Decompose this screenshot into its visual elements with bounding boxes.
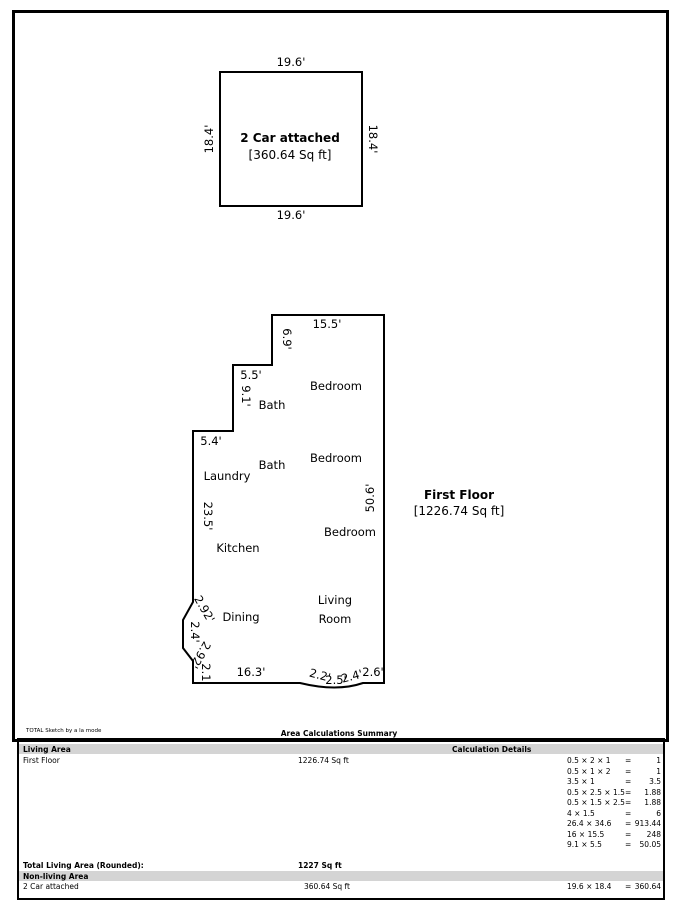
calc-result: 1 bbox=[656, 766, 661, 776]
garage-calc-row: 19.6 × 18.4 = 360.64 bbox=[567, 882, 661, 892]
calc-row: 0.5 × 2.5 × 1.5= 1.88 bbox=[567, 788, 661, 798]
calc-eq: = bbox=[625, 808, 632, 818]
calc-row: 9.1 × 5.5 = 50.05 bbox=[567, 840, 661, 850]
non-living-header-bar: Non-living Area bbox=[19, 871, 663, 881]
dim-step1-vertical: 6.9' bbox=[280, 328, 294, 349]
garage-dim-right: 18.4' bbox=[366, 125, 380, 154]
calc-expr: 0.5 × 1.5 × 2.5 bbox=[567, 798, 625, 807]
calc-expr: 26.4 × 34.6 bbox=[567, 819, 612, 828]
dim-bay-left-1: 2.92' bbox=[191, 593, 218, 625]
dim-bay-left-2: 2.4' bbox=[188, 621, 202, 642]
calc-result: 913.44 bbox=[634, 819, 661, 828]
first-floor-label: First Floor bbox=[23, 756, 60, 765]
software-credit: TOTAL Sketch by a la mode bbox=[26, 728, 102, 734]
calc-eq: = bbox=[625, 798, 632, 807]
dim-step2-vertical: 9.1' bbox=[239, 385, 253, 406]
garage-calc-expr: 19.6 × 18.4 bbox=[567, 882, 612, 891]
calc-details-header: Calculation Details bbox=[452, 745, 532, 754]
area-summary-table: Living Area Calculation Details First Fl… bbox=[17, 738, 665, 900]
calc-row: 26.4 × 34.6 =913.44 bbox=[567, 819, 661, 829]
garage-calc-eq: = bbox=[625, 882, 632, 891]
calc-expr: 0.5 × 2.5 × 1.5 bbox=[567, 787, 625, 797]
garage-summary-value: 360.64 Sq ft bbox=[304, 882, 350, 891]
room-laundry: Laundry bbox=[204, 469, 251, 483]
garage-summary-label: 2 Car attached bbox=[23, 882, 79, 891]
calc-result: 6 bbox=[656, 808, 661, 818]
total-living-label: Total Living Area (Rounded): bbox=[23, 861, 144, 870]
calc-expr: 4 × 1.5 bbox=[567, 808, 595, 818]
first-floor-area: [1226.74 Sq ft] bbox=[414, 504, 505, 518]
dim-bottom: 16.3' bbox=[237, 665, 266, 679]
room-living-line2: Room bbox=[319, 612, 352, 626]
room-bedroom-2: Bedroom bbox=[310, 451, 362, 465]
calc-expr: 0.5 × 2 × 1 bbox=[567, 756, 611, 765]
room-dining: Dining bbox=[222, 610, 259, 624]
room-bath-1: Bath bbox=[259, 398, 286, 412]
summary-title: Area Calculations Summary bbox=[280, 729, 398, 738]
dim-right: 50.6' bbox=[363, 484, 377, 513]
calc-row: 16 × 15.5 = 248 bbox=[567, 830, 661, 840]
first-floor-outline bbox=[182, 314, 385, 689]
living-area-header-bar: Living Area Calculation Details bbox=[19, 744, 663, 754]
calc-result: 1.88 bbox=[644, 787, 661, 797]
calc-result: 1 bbox=[656, 756, 661, 765]
garage-name: 2 Car attached bbox=[240, 131, 340, 145]
dim-left: 23.5' bbox=[201, 502, 215, 531]
garage-dim-left: 18.4' bbox=[202, 125, 216, 154]
dim-bay-bottom-2: 2.5' bbox=[325, 673, 346, 687]
first-floor-name: First Floor bbox=[424, 488, 494, 502]
calc-expr: 9.1 × 5.5 bbox=[567, 840, 602, 849]
room-bedroom-1: Bedroom bbox=[310, 379, 362, 393]
floor-plan-sketch: 19.6' 19.6' 18.4' 18.4' 2 Car attached [… bbox=[182, 55, 505, 689]
living-area-header: Living Area bbox=[23, 745, 71, 754]
calc-expr: 3.5 × 1 bbox=[567, 777, 595, 786]
calc-row: 0.5 × 1.5 × 2.5= 1.88 bbox=[567, 798, 661, 808]
calc-result: 3.5 bbox=[649, 777, 661, 786]
calc-eq: = bbox=[625, 819, 632, 828]
non-living-header: Non-living Area bbox=[23, 872, 89, 881]
dim-bay-bottom-4: 2.6' bbox=[362, 665, 383, 679]
calc-eq: = bbox=[625, 829, 632, 839]
total-living-value: 1227 Sq ft bbox=[298, 861, 342, 870]
calc-row: 0.5 × 2 × 1 = 1 bbox=[567, 756, 661, 766]
room-bath-2: Bath bbox=[259, 458, 286, 472]
dim-bay-bottom-3: 2.4' bbox=[340, 667, 364, 686]
calc-expr: 16 × 15.5 bbox=[567, 829, 605, 839]
calc-eq: = bbox=[625, 756, 632, 765]
calc-row: 4 × 1.5 = 6 bbox=[567, 809, 661, 819]
sketch-frame bbox=[12, 10, 669, 742]
first-floor-value: 1226.74 Sq ft bbox=[298, 756, 349, 765]
room-living-line1: Living bbox=[318, 593, 352, 607]
calc-row: 3.5 × 1 = 3.5 bbox=[567, 777, 661, 787]
calc-eq: = bbox=[625, 766, 632, 776]
garage-area: [360.64 Sq ft] bbox=[249, 148, 332, 162]
calc-eq: = bbox=[625, 840, 632, 849]
dim-step2-horizontal: 5.4' bbox=[200, 434, 221, 448]
calc-result: 1.88 bbox=[644, 798, 661, 807]
calc-expr: 0.5 × 1 × 2 bbox=[567, 766, 611, 776]
calc-row: 0.5 × 1 × 2 = 1 bbox=[567, 767, 661, 777]
calc-result: 50.05 bbox=[639, 840, 661, 849]
dim-top: 15.5' bbox=[313, 317, 342, 331]
calc-result: 248 bbox=[646, 829, 661, 839]
room-kitchen: Kitchen bbox=[216, 541, 259, 555]
garage-calc-result: 360.64 bbox=[634, 882, 661, 891]
garage-dim-bottom: 19.6' bbox=[277, 208, 306, 222]
calc-eq: = bbox=[625, 787, 632, 797]
dim-bay-bottom-1: 2.2' bbox=[308, 666, 332, 685]
dim-step1-horizontal: 5.5' bbox=[240, 368, 261, 382]
room-bedroom-3: Bedroom bbox=[324, 525, 376, 539]
garage-dim-top: 19.6' bbox=[277, 55, 306, 69]
dim-bay-left-4: 2.1' bbox=[199, 663, 213, 684]
calc-eq: = bbox=[625, 777, 632, 786]
garage-outline bbox=[219, 71, 363, 207]
